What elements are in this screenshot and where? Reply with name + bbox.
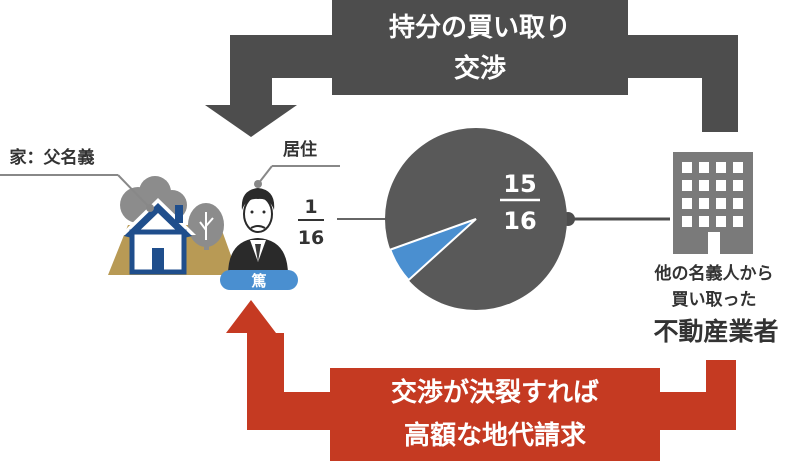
building-window <box>733 180 743 191</box>
top-banner-line2: 交渉 <box>454 53 506 84</box>
building-window <box>699 198 709 209</box>
top-arrow-shape <box>205 0 738 137</box>
fraction-left-denominator: 16 <box>298 227 324 249</box>
company-label-line1: 他の名義人から <box>654 263 774 284</box>
bottom-arrow: 交渉が決裂すれば 高額な地代請求 <box>226 300 736 461</box>
building-window <box>699 162 709 173</box>
person-badge-text: 篤 <box>251 272 266 290</box>
fraction-right-denominator: 16 <box>503 207 536 235</box>
person-badge <box>220 270 298 290</box>
company-label-line2: 買い取った <box>672 290 757 310</box>
top-banner-line1: 持分の買い取り <box>389 13 571 43</box>
house-door <box>152 248 164 272</box>
person-label-text: 居住 <box>283 139 317 160</box>
building-window <box>699 216 709 227</box>
house-illustration <box>108 176 238 275</box>
person-hair <box>241 188 275 210</box>
top-arrow: 持分の買い取り 交渉 <box>205 0 738 137</box>
building-window <box>733 162 743 173</box>
building-icon <box>673 152 753 254</box>
building-window <box>682 198 692 209</box>
building-window <box>682 162 692 173</box>
fraction-right-numerator: 15 <box>503 170 536 198</box>
building-window <box>733 216 743 227</box>
fraction-left-numerator: 1 <box>304 196 317 218</box>
fraction-left: 1 16 <box>298 196 324 249</box>
company-label: 他の名義人から 買い取った 不動産業者 <box>653 263 778 346</box>
building-window <box>682 180 692 191</box>
pie-chart: 15 16 <box>337 128 670 310</box>
building-window <box>699 180 709 191</box>
bottom-arrow-shape <box>226 300 736 461</box>
bottom-banner-line2: 高額な地代請求 <box>404 420 586 451</box>
building-window <box>733 198 743 209</box>
building-door <box>708 232 720 254</box>
building-window <box>716 162 726 173</box>
person-illustration: 篤 <box>220 188 298 290</box>
building-window <box>716 180 726 191</box>
house-roof <box>124 203 192 238</box>
building-window <box>716 216 726 227</box>
pie-owner-share <box>389 218 477 282</box>
company-label-line3: 不動産業者 <box>653 317 778 346</box>
building-window <box>682 216 692 227</box>
person-label: 居住 <box>254 139 340 188</box>
house-label: 家：父名義 <box>0 147 154 212</box>
building-window <box>716 198 726 209</box>
bottom-banner-line1: 交渉が決裂すれば <box>391 377 599 408</box>
house-label-text: 家：父名義 <box>10 147 95 168</box>
